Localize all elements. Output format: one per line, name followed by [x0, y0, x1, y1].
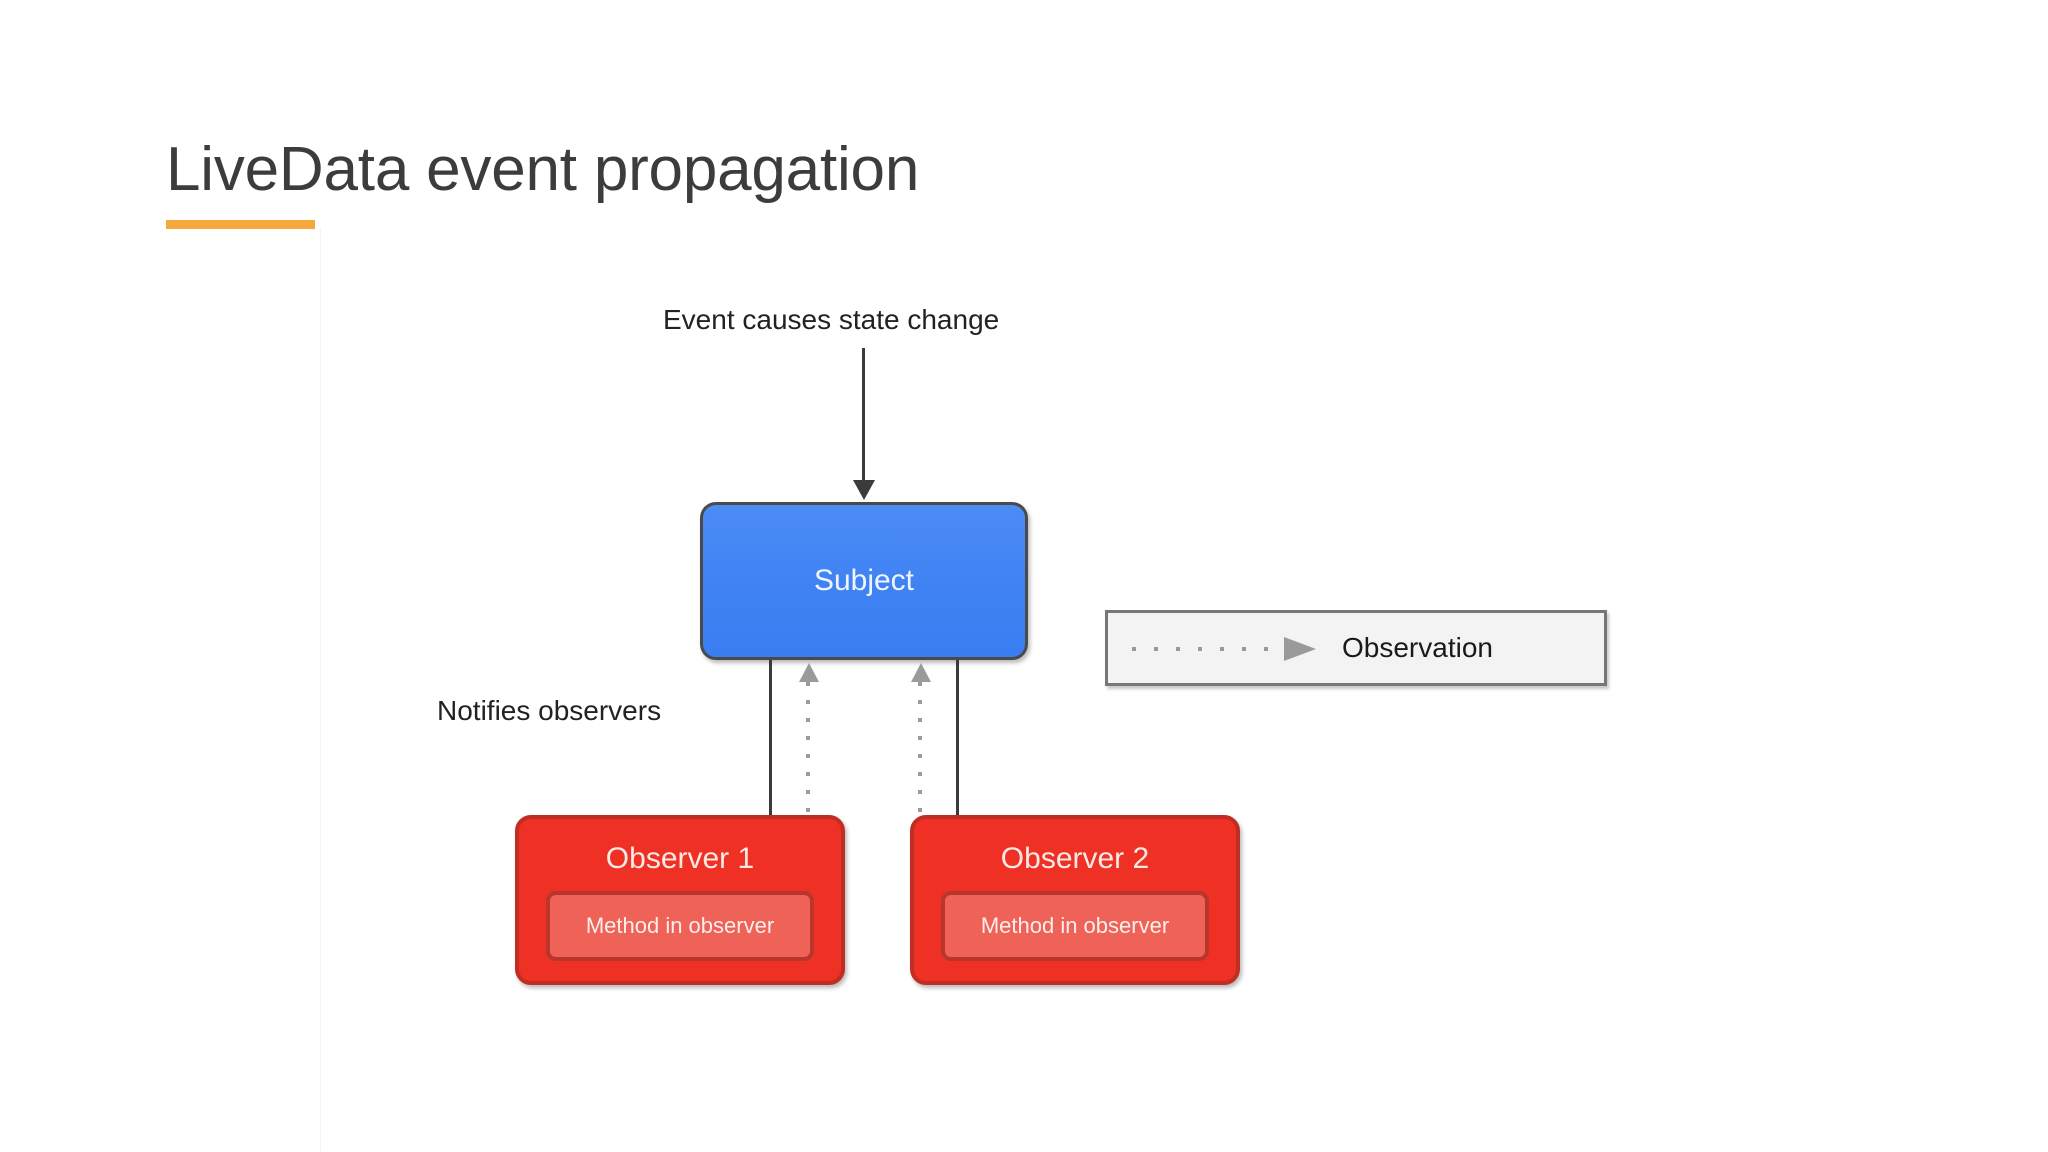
observer-1-method-label: Method in observer [585, 913, 775, 938]
arrowhead-up-icon [799, 663, 819, 682]
node-observer-2-label: Observer 2 [1000, 842, 1150, 875]
observer-2-method-label: Method in observer [980, 913, 1170, 938]
connector-line [769, 660, 772, 882]
notifies-observers-label: Notifies observers [437, 695, 662, 726]
node-observer-1-label: Observer 1 [605, 842, 755, 875]
connector-line [862, 348, 865, 482]
connector-line [956, 660, 959, 882]
observer-1-method-box[interactable]: Method in observer [546, 891, 814, 961]
arrowhead-down-icon [853, 480, 875, 500]
node-subject-label: Subject [813, 564, 915, 597]
title-accent-underline [166, 220, 315, 229]
node-subject[interactable]: Subject [700, 502, 1028, 660]
event-cause-label: Event causes state change [663, 304, 1000, 335]
node-observer-1[interactable]: Observer 1 Method in observer [515, 815, 845, 985]
page-title: LiveData event propagation [166, 135, 920, 204]
legend-observation-label: Observation [1342, 632, 1493, 663]
legend-dotted-line [1132, 647, 1284, 651]
legend-dotted-arrow-icon [1132, 636, 1342, 661]
connector-line-dotted [918, 682, 922, 818]
connector-line-dotted [806, 682, 810, 818]
content-area-divider [320, 228, 321, 1152]
node-observer-2[interactable]: Observer 2 Method in observer [910, 815, 1240, 985]
legend-observation: Observation [1105, 610, 1607, 686]
observer-2-method-box[interactable]: Method in observer [941, 891, 1209, 961]
arrowhead-up-icon [911, 663, 931, 682]
legend-arrowhead-right-icon [1284, 637, 1316, 661]
